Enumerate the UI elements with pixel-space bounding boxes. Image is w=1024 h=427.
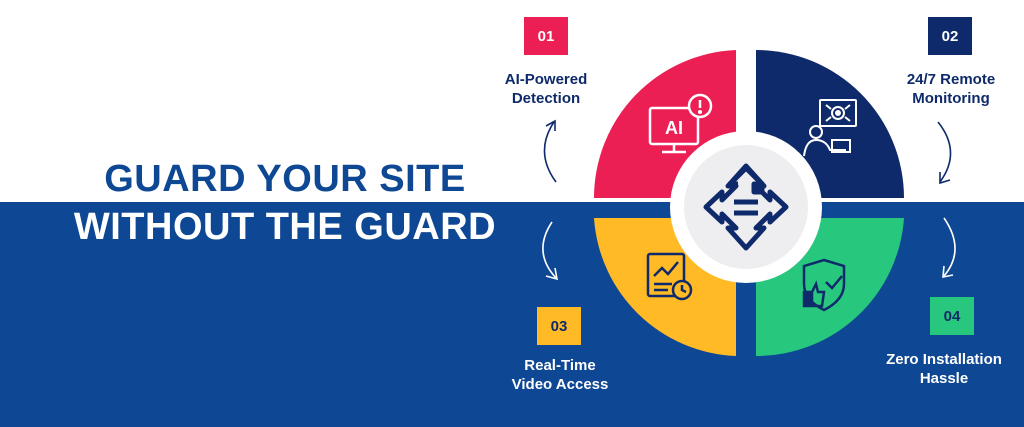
step-label-zero-installation: Zero Installation Hassle [866,350,1022,388]
step-number-badge-03: 03 [537,307,581,345]
headline-line-2: WITHOUT THE GUARD [73,206,497,248]
analytics-report-clock-icon [646,252,693,301]
step-label-line: Video Access [511,376,609,393]
headline-line-1: GUARD YOUR SITE [104,158,466,200]
step-label-line: 24/7 Remote [906,71,996,88]
curved-arrow-04 [943,217,956,277]
step-number-badge-01: 01 [524,17,568,55]
step-label-ai-detection: AI-Powered Detection [486,70,606,108]
ai-icon-text: AI [665,118,683,138]
step-number-badge-04: 04 [930,297,974,335]
step-label-line: Zero Installation [886,351,1002,368]
step-label-line: Hassle [919,370,969,387]
step-label-remote-monitoring: 24/7 Remote Monitoring [886,70,1016,108]
step-number-badge-02: 02 [928,17,972,55]
curved-arrow-01 [543,121,557,183]
shield-thumbs-up-icon [802,258,846,312]
curved-arrow-02 [937,121,952,183]
step-label-line: Real-Time [524,357,596,374]
step-label-line: AI-Powered [504,71,588,88]
step-label-line: Detection [511,90,581,107]
curved-arrow-03 [542,221,557,279]
step-label-line: Monitoring [912,90,990,107]
move-arrows-icon [703,163,789,251]
ai-alert-monitor-icon [648,93,713,154]
remote-monitoring-operator-icon [803,99,857,157]
step-label-video-access: Real-Time Video Access [490,356,630,394]
